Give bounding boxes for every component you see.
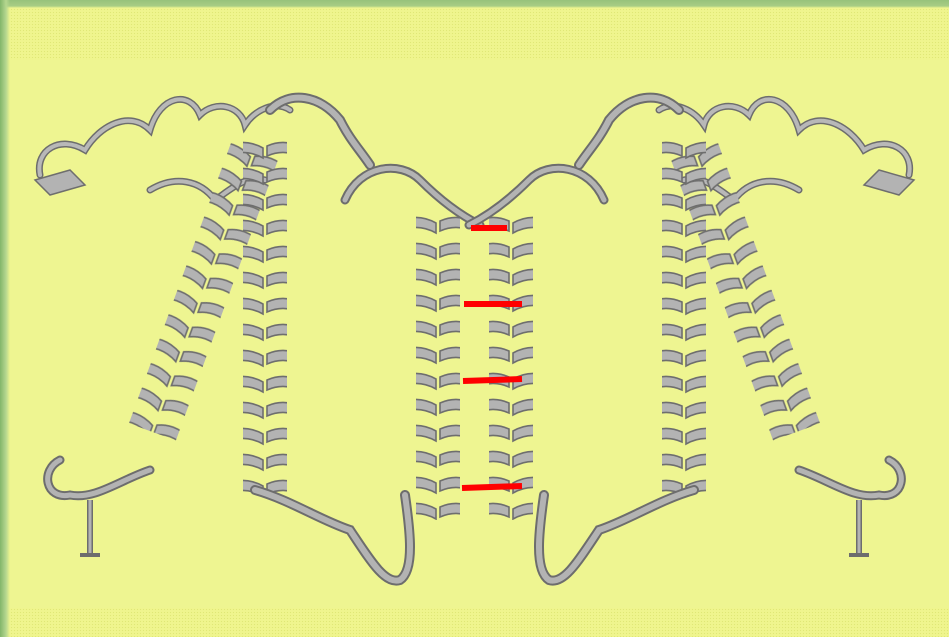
crosslink-4 [462, 486, 522, 488]
right-monomer [469, 98, 914, 581]
crosslink-3 [463, 379, 522, 381]
left-monomer [35, 98, 480, 581]
